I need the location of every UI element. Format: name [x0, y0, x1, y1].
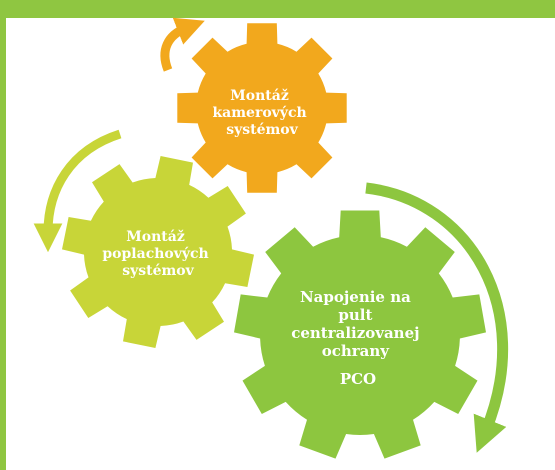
cycle-arrow-orange	[160, 17, 205, 72]
gear-camera-line-1: Montáž	[230, 88, 289, 104]
gear-pco-line-3: centralizovanej	[291, 324, 419, 342]
gear-alarm-label: Montáž poplachových systémov	[102, 229, 213, 279]
cycle-arrow-green	[365, 182, 509, 453]
gear-camera-label: Montáž kamerových systémov	[212, 88, 311, 138]
gear-pco-line-5: PCO	[340, 370, 376, 388]
gear-alarm	[62, 156, 254, 348]
gear-alarm-line-2: poplachových	[102, 245, 208, 262]
left-frame-bar	[0, 0, 6, 470]
gear-camera	[177, 23, 347, 193]
gear-camera-line-3: systémov	[226, 122, 298, 138]
gear-camera-line-2: kamerových	[212, 104, 306, 121]
gear-pco-line-1: Napojenie na	[300, 288, 411, 306]
gear-pco-line-2: pult	[338, 306, 372, 324]
gear-pco	[234, 210, 486, 459]
gear-alarm-line-1: Montáž	[126, 229, 185, 245]
cycle-arrow-yellow-green	[33, 129, 122, 253]
gear-alarm-line-3: systémov	[122, 263, 194, 279]
top-frame-bar	[0, 0, 555, 18]
gear-pco-line-4: ochrany	[322, 342, 391, 360]
gear-pco-label: Napojenie na pult centralizovanej ochran…	[291, 288, 425, 388]
